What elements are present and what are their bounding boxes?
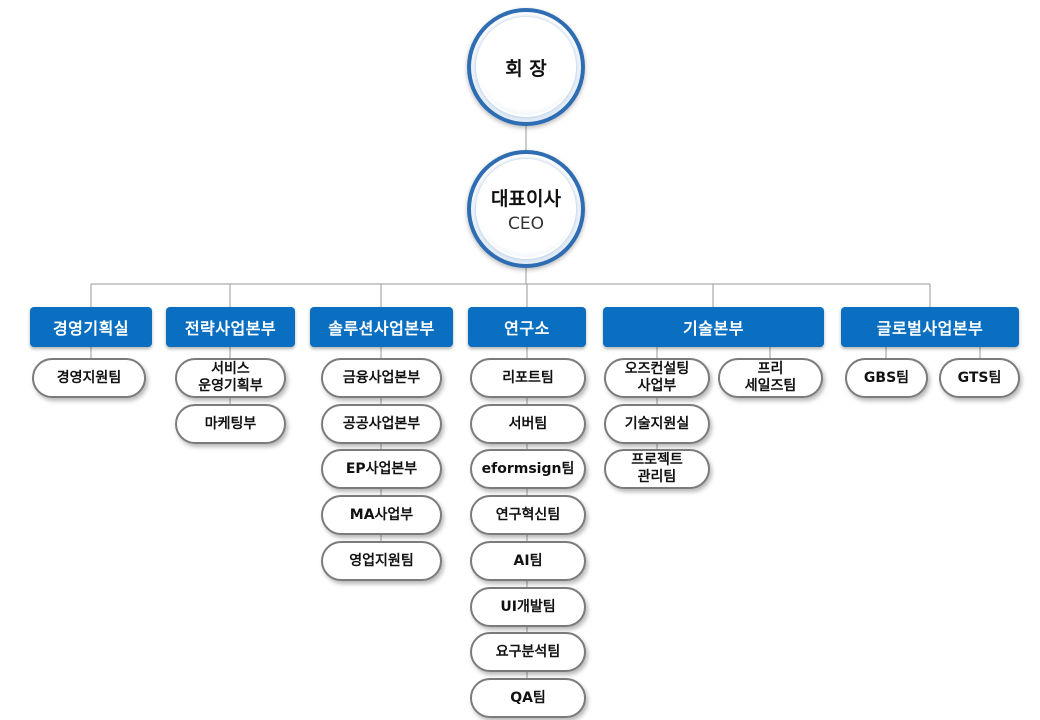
- dept-lab-label: 연구소: [504, 319, 550, 338]
- team-qa: QA팀: [470, 678, 586, 718]
- dept-strategy: 전략사업본부: [166, 307, 295, 347]
- team-ui-dev: UI개발팀: [470, 587, 586, 627]
- team-gts: GTS팀: [939, 358, 1020, 398]
- dept-global-label: 글로벌사업본부: [876, 319, 984, 338]
- dept-lab: 연구소: [468, 307, 586, 347]
- team-server: 서버팀: [470, 404, 586, 444]
- ceo-sub-label: CEO: [508, 214, 544, 234]
- dept-mgmt-label: 경영기획실: [52, 319, 130, 338]
- team-research-innovation: 연구혁신팀: [470, 495, 586, 535]
- team-presales: 프리 세일즈팀: [718, 358, 823, 398]
- team-ma-biz: MA사업부: [321, 495, 442, 535]
- team-report: 리포트팀: [470, 358, 586, 398]
- team-requirements: 요구분석팀: [470, 632, 586, 672]
- team-finance-biz: 금융사업본부: [321, 358, 442, 398]
- team-service-planning: 서비스 운영기획부: [175, 358, 286, 398]
- chairman-node: 회 장: [467, 8, 585, 126]
- team-mgmt-support: 경영지원팀: [32, 358, 146, 398]
- team-gbs: GBS팀: [845, 358, 928, 398]
- dept-strategy-label: 전략사업본부: [184, 319, 277, 338]
- team-eformsign: eformsign팀: [470, 449, 586, 489]
- team-project-mgmt: 프로젝트 관리팀: [604, 449, 710, 489]
- team-public-biz: 공공사업본부: [321, 404, 442, 444]
- dept-solution: 솔루션사업본부: [310, 307, 453, 347]
- dept-tech-label: 기술본부: [683, 319, 744, 338]
- chairman-label: 회 장: [505, 57, 547, 80]
- team-ai: AI팀: [470, 541, 586, 581]
- ceo-node: 대표이사 CEO: [467, 150, 585, 268]
- team-sales-support: 영업지원팀: [321, 541, 442, 581]
- team-tech-support: 기술지원실: [604, 404, 710, 444]
- team-ep-biz: EP사업본부: [321, 449, 442, 489]
- team-oz-consulting: 오즈컨설팅 사업부: [604, 358, 710, 398]
- ceo-label: 대표이사: [491, 188, 561, 210]
- dept-solution-label: 솔루션사업본부: [328, 319, 435, 338]
- team-marketing: 마케팅부: [175, 404, 286, 444]
- dept-tech: 기술본부: [603, 307, 824, 347]
- dept-global: 글로벌사업본부: [841, 307, 1019, 347]
- dept-mgmt: 경영기획실: [30, 307, 152, 347]
